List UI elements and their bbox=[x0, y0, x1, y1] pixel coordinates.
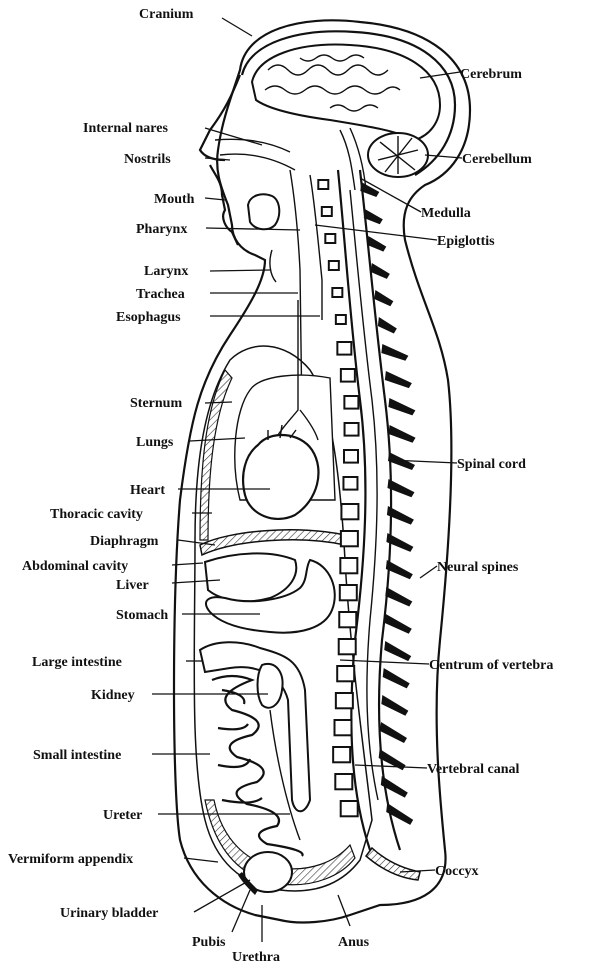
label-stomach: Stomach bbox=[116, 608, 168, 623]
tongue bbox=[248, 194, 279, 229]
kidney-shape bbox=[258, 664, 283, 708]
label-vermiform-appendix: Vermiform appendix bbox=[8, 852, 133, 867]
neural-spine bbox=[383, 668, 410, 688]
neural-spine bbox=[384, 641, 411, 661]
vertebra bbox=[340, 585, 357, 600]
vertebra bbox=[318, 180, 328, 189]
label-urethra: Urethra bbox=[232, 950, 280, 964]
label-vertebral-canal: Vertebral canal bbox=[427, 762, 520, 777]
neural-spine bbox=[381, 344, 408, 361]
label-cerebrum: Cerebrum bbox=[460, 67, 522, 82]
vertebra bbox=[339, 612, 356, 627]
neural-spine bbox=[371, 263, 390, 279]
label-liver: Liver bbox=[116, 578, 149, 593]
neural-spine bbox=[381, 776, 408, 798]
vertebra bbox=[335, 774, 352, 789]
label-cerebellum: Cerebellum bbox=[462, 152, 532, 167]
label-spinal-cord: Spinal cord bbox=[457, 457, 526, 472]
nose-and-face bbox=[200, 75, 240, 245]
label-larynx: Larynx bbox=[144, 264, 188, 279]
label-neural-spines: Neural spines bbox=[437, 560, 519, 575]
vertebra bbox=[343, 477, 357, 490]
label-sternum: Sternum bbox=[130, 396, 182, 411]
label-diaphragm: Diaphragm bbox=[90, 534, 159, 549]
larynx-shape bbox=[270, 250, 276, 282]
label-coccyx: Coccyx bbox=[435, 864, 479, 879]
vertebra bbox=[341, 369, 355, 382]
label-small-intestine: Small intestine bbox=[33, 748, 121, 763]
vertebra bbox=[337, 342, 351, 355]
neural-spine bbox=[381, 695, 408, 716]
vertebra bbox=[344, 396, 358, 409]
coccyx-shape bbox=[366, 848, 420, 880]
vertebra bbox=[341, 531, 358, 546]
label-kidney: Kidney bbox=[91, 688, 135, 703]
label-pubis: Pubis bbox=[192, 935, 226, 950]
vertebra bbox=[344, 450, 358, 463]
neural-spine bbox=[385, 371, 412, 388]
neural-spine bbox=[386, 560, 413, 579]
label-medulla: Medulla bbox=[421, 206, 471, 221]
vertebra bbox=[337, 666, 354, 681]
label-abdominal-cavity: Abdominal cavity bbox=[22, 559, 128, 574]
vertebra bbox=[335, 720, 352, 735]
label-anus: Anus bbox=[338, 935, 370, 950]
neural-spine bbox=[389, 425, 416, 443]
vertebra bbox=[341, 801, 358, 816]
label-pharynx: Pharynx bbox=[136, 222, 187, 237]
vertebra bbox=[336, 315, 346, 324]
label-cranium: Cranium bbox=[139, 7, 194, 22]
vertebra bbox=[341, 504, 358, 519]
label-heart: Heart bbox=[130, 483, 165, 498]
label-ureter: Ureter bbox=[103, 808, 142, 823]
label-mouth: Mouth bbox=[154, 192, 195, 207]
vertebra bbox=[333, 747, 350, 762]
label-urinary-bladder: Urinary bladder bbox=[60, 906, 158, 921]
neural-spine bbox=[374, 290, 393, 306]
label-nostrils: Nostrils bbox=[124, 152, 171, 167]
vertebra bbox=[329, 261, 339, 270]
neural-spine bbox=[385, 587, 412, 607]
vertebra bbox=[340, 558, 357, 573]
neural-spine bbox=[388, 398, 415, 415]
neural-spine bbox=[386, 803, 413, 825]
label-thoracic-cavity: Thoracic cavity bbox=[50, 507, 143, 522]
label-centrum-of-vertebra: Centrum of vertebra bbox=[429, 658, 553, 673]
vertebra bbox=[345, 423, 359, 436]
vertebra bbox=[332, 288, 342, 297]
neural-spine bbox=[380, 722, 407, 743]
neural-spine bbox=[378, 317, 397, 334]
nasal-passage bbox=[215, 139, 295, 170]
neural-spine bbox=[367, 236, 386, 252]
vertebra bbox=[336, 693, 353, 708]
label-lungs: Lungs bbox=[136, 435, 174, 450]
vertebra bbox=[339, 639, 356, 654]
label-large-intestine: Large intestine bbox=[32, 655, 122, 670]
label-epiglottis: Epiglottis bbox=[437, 234, 495, 249]
neural-spine bbox=[385, 614, 412, 634]
label-internal-nares: Internal nares bbox=[83, 121, 168, 136]
vertebra bbox=[325, 234, 335, 243]
label-esophagus: Esophagus bbox=[116, 310, 181, 325]
label-trachea: Trachea bbox=[136, 287, 185, 302]
vertebra bbox=[322, 207, 332, 216]
